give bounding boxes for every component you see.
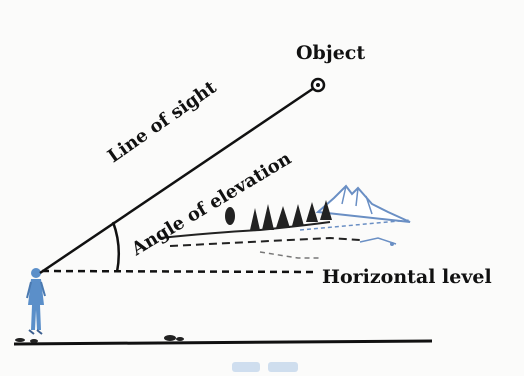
horizontal-level-label: Horizontal level (322, 266, 492, 288)
horizontal-level-line (41, 269, 319, 274)
line-of-sight (39, 86, 315, 275)
ground-line (13, 339, 433, 346)
object-label: Object (296, 42, 366, 64)
mountain-trees-icon (159, 184, 411, 259)
faded-caption-smudge (232, 362, 298, 372)
ground-marks (15, 335, 184, 343)
object-circle-icon (310, 77, 326, 93)
person-figure-icon (26, 268, 46, 335)
angle-arc (111, 221, 121, 273)
